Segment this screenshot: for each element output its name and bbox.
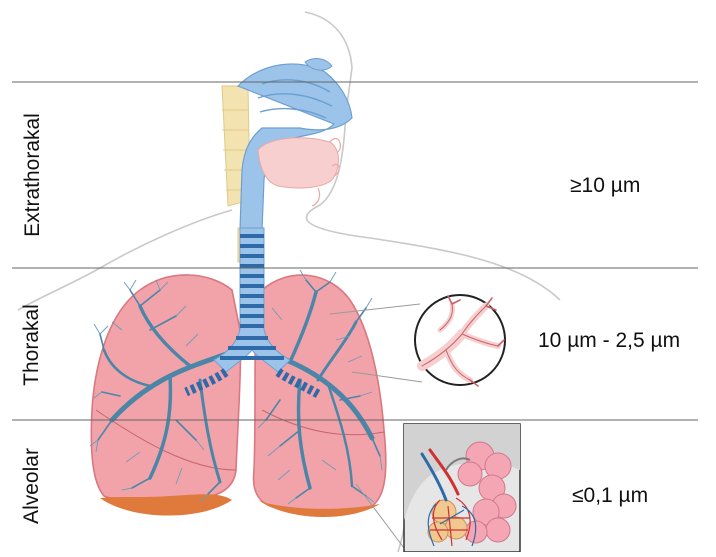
alveoli-inset-icon <box>404 424 520 552</box>
bronchiole-magnifier-icon <box>415 295 505 386</box>
left-lung <box>254 275 386 517</box>
particle-size-alveolar: ≤0,1 µm <box>572 484 648 508</box>
particle-size-extrathorakal: ≥10 µm <box>570 174 640 198</box>
particle-size-thorakal: 10 µm - 2,5 µm <box>538 329 680 353</box>
zone-label-alveolar: Alveolar <box>20 431 44 541</box>
zone-label-thorakal: Thorakal <box>20 290 44 400</box>
zone-label-extrathorakal: Extrathorakal <box>21 100 45 250</box>
